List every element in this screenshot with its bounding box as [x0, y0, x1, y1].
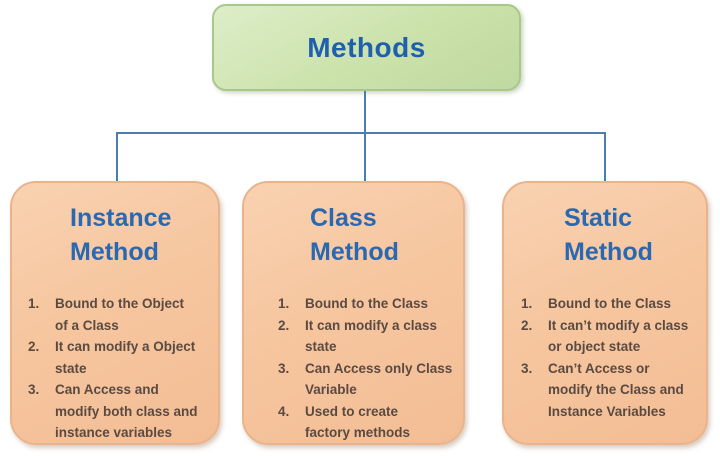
connector-drop-center-line — [364, 132, 366, 182]
item-number: 3. — [278, 360, 290, 376]
item-number: 2. — [278, 317, 290, 333]
item-number: 4. — [278, 403, 290, 419]
connector-drop-left-line — [116, 132, 118, 182]
item-number: 1. — [28, 296, 40, 311]
list-item: 2. It can’t modify a class or object sta… — [521, 315, 706, 358]
static-method-title: Static Method — [564, 204, 653, 266]
item-text: It can modify a class state — [305, 317, 438, 355]
list-item: 3. Can’t Access or modify the Class and … — [521, 358, 706, 423]
item-text: Used to create factory methods — [305, 403, 411, 441]
item-number: 1. — [521, 296, 533, 311]
list-item: 2. It can modify a Object state — [28, 336, 218, 379]
item-number: 3. — [28, 382, 40, 397]
list-item: 3. Can Access only Class Variable — [278, 358, 463, 401]
list-item: 3. Can Access and modify both class and … — [28, 379, 218, 444]
item-text: Can Access only Class Variable — [305, 360, 453, 398]
item-text: Can Access and modify both class and ins… — [55, 382, 198, 440]
item-text: Bound to the Class — [305, 296, 429, 311]
list-item: 1. Bound to the Class — [521, 293, 706, 315]
connector-horizontal-line — [116, 132, 606, 134]
list-item: 4. Used to create factory methods — [278, 401, 463, 444]
item-text: Bound to the Object of a Class — [55, 296, 184, 333]
list-item: 1. Bound to the Object of a Class — [28, 293, 218, 336]
instance-method-list: 1. Bound to the Object of a Class 2. It … — [12, 293, 218, 444]
connector-root-stem-line — [364, 91, 366, 132]
list-item: 2. It can modify a class state — [278, 315, 463, 358]
item-text: It can’t modify a class or object state — [548, 317, 689, 355]
item-number: 1. — [278, 296, 290, 311]
static-method-node: Static Method 1. Bound to the Class 2. I… — [502, 181, 708, 445]
static-method-list: 1. Bound to the Class 2. It can’t modify… — [504, 293, 706, 422]
item-number: 3. — [521, 360, 533, 376]
item-text: It can modify a Object state — [55, 339, 196, 376]
instance-method-node: Instance Method 1. Bound to the Object o… — [10, 181, 220, 445]
class-method-title: Class Method — [310, 204, 399, 266]
item-number: 2. — [28, 339, 40, 354]
item-text: Bound to the Class — [548, 296, 672, 311]
list-item: 1. Bound to the Class — [278, 293, 463, 315]
methods-root-label: Methods — [307, 31, 426, 63]
class-method-list: 1. Bound to the Class 2. It can modify a… — [244, 293, 463, 444]
methods-root-node: Methods — [212, 4, 521, 91]
connector-drop-right-line — [604, 132, 606, 182]
item-number: 2. — [521, 317, 533, 333]
class-method-node: Class Method 1. Bound to the Class 2. It… — [242, 181, 465, 445]
item-text: Can’t Access or modify the Class and Ins… — [548, 360, 684, 419]
instance-method-title: Instance Method — [70, 204, 172, 266]
